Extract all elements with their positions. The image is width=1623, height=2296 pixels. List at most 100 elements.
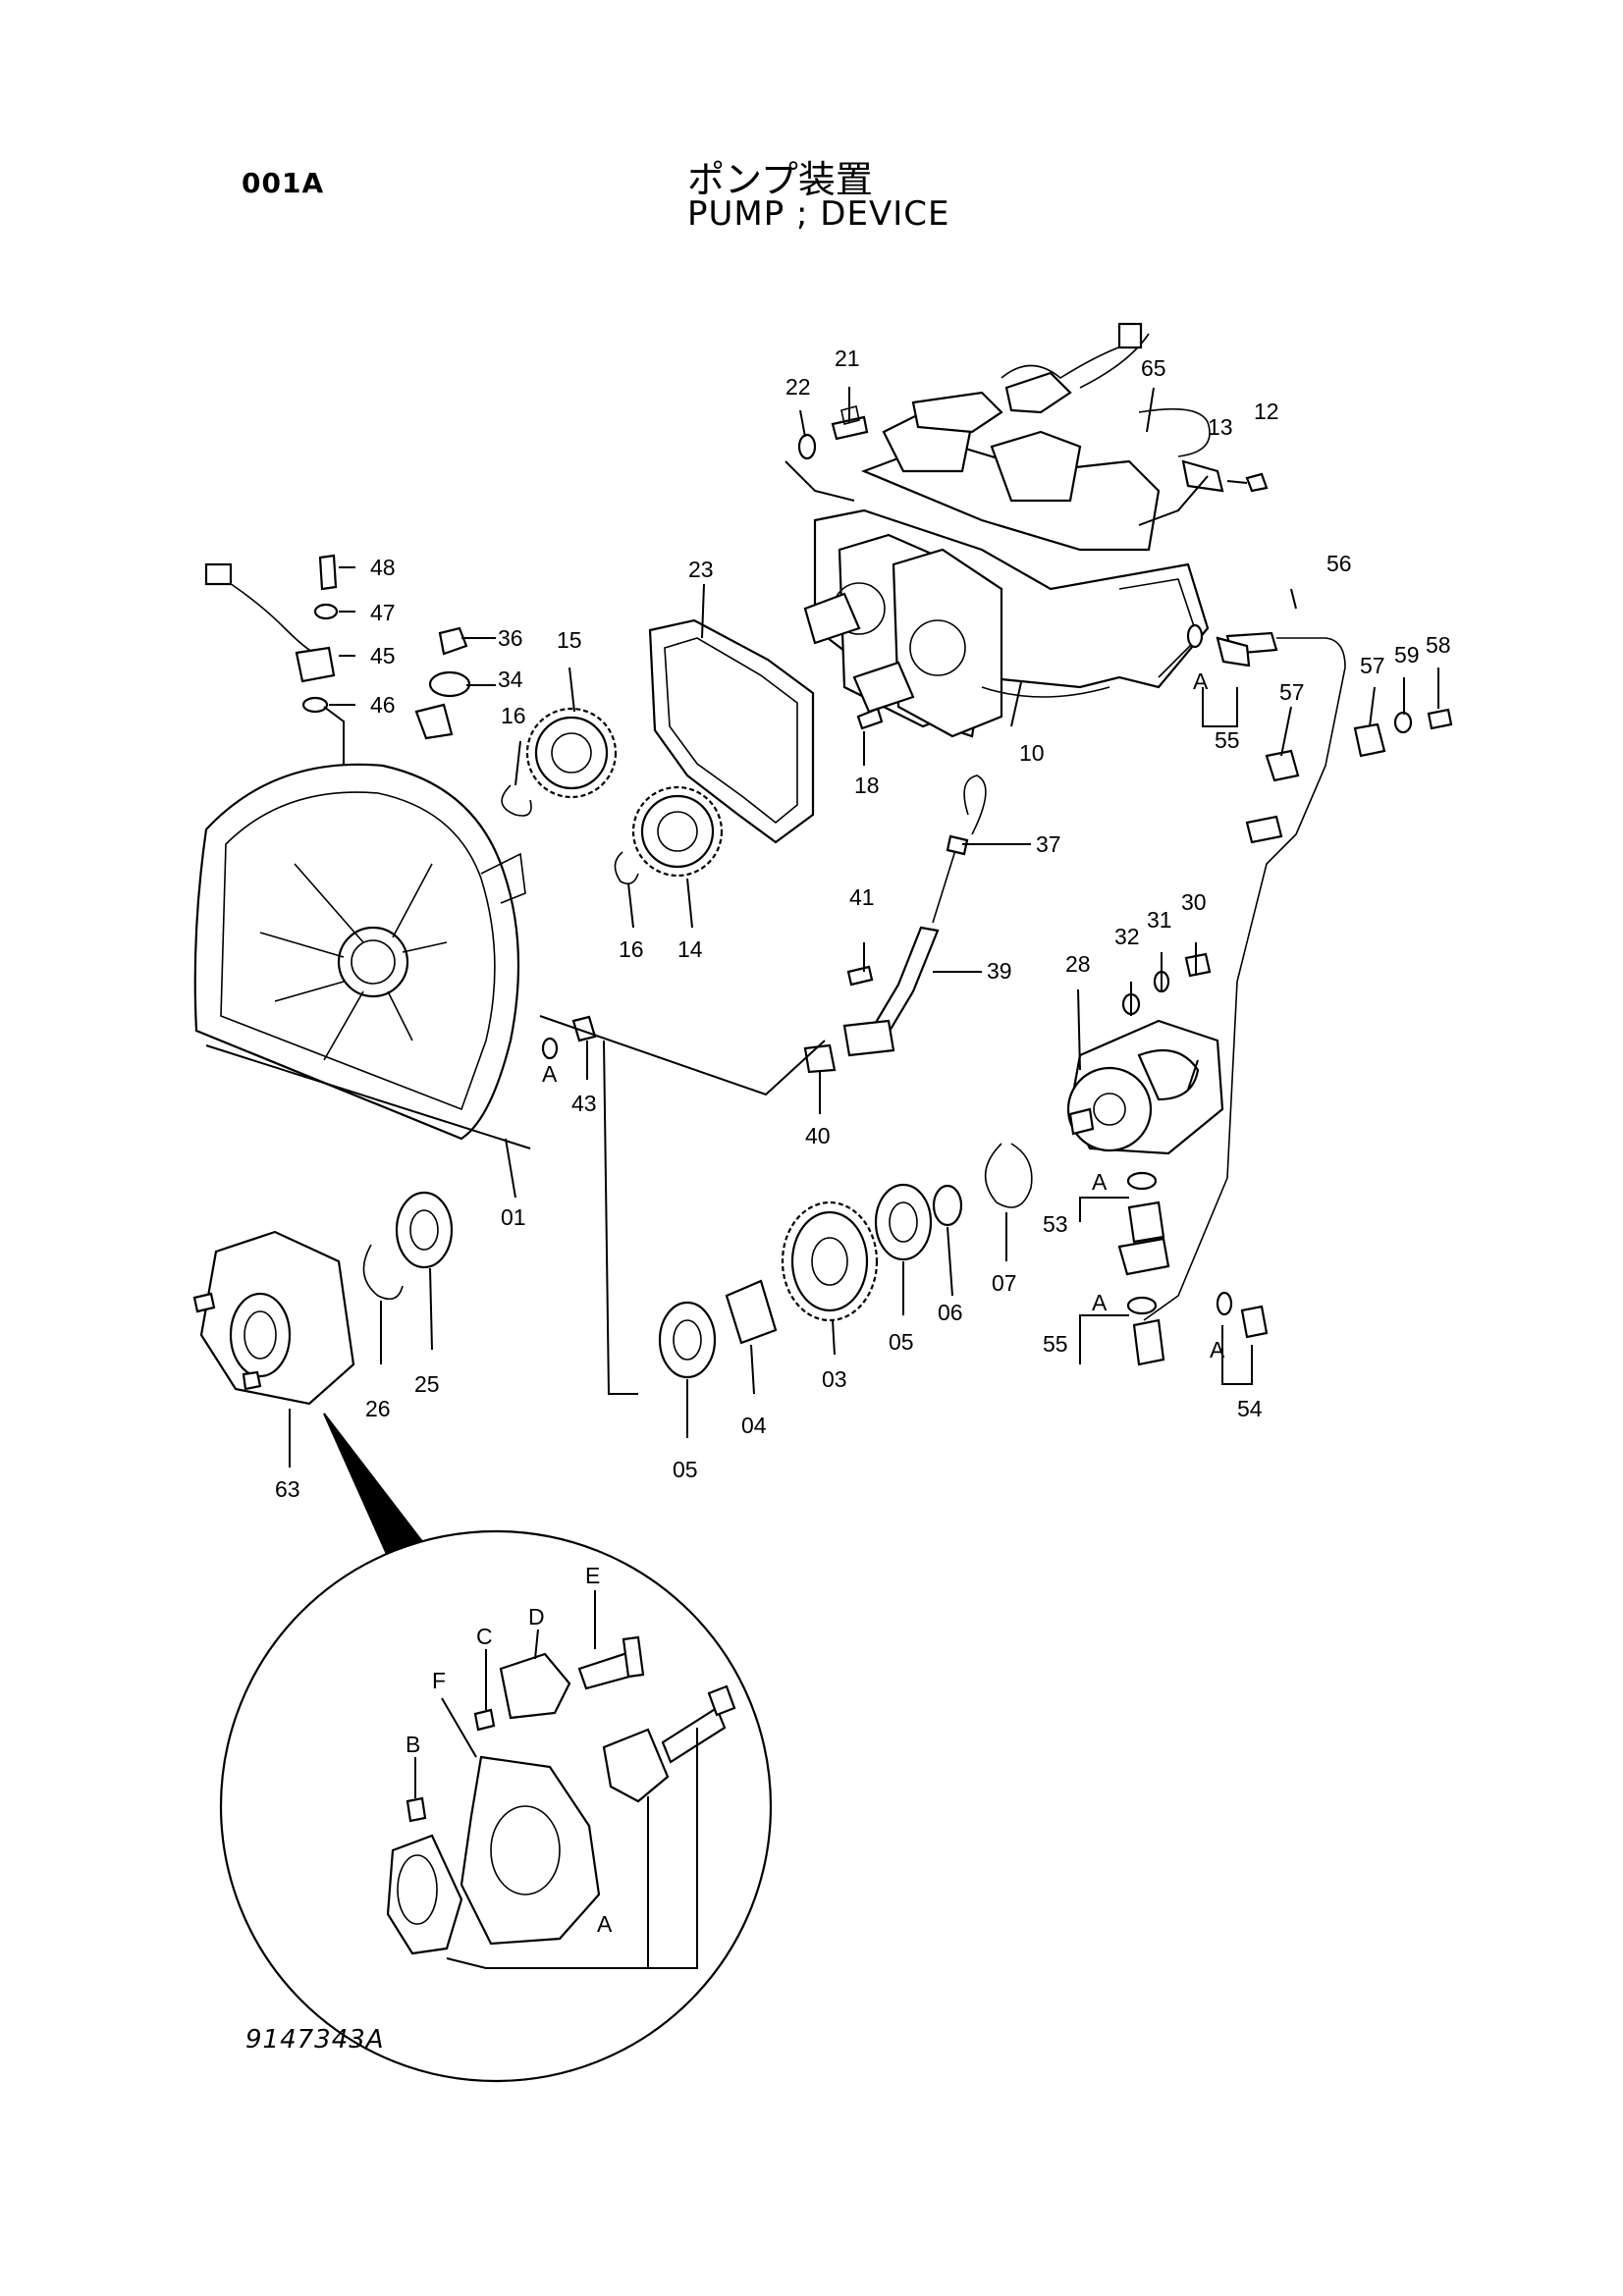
main-pump-assembly [803, 322, 1211, 738]
callout-25: 25 [414, 1371, 440, 1397]
bracket-13 [1181, 459, 1224, 493]
ref-a-54: A [1210, 1337, 1225, 1362]
callout-41: 41 [849, 884, 875, 910]
callout-37: 37 [1036, 831, 1061, 857]
callout-labels: 21 22 65 12 13 23 56 15 36 34 48 47 45 4… [275, 346, 1451, 1937]
callout-12: 12 [1254, 399, 1279, 424]
bearing-25 [395, 1191, 454, 1269]
callout-15: 15 [557, 627, 582, 653]
ref-a-housing: A [542, 1061, 558, 1087]
callout-16-lower: 16 [619, 936, 644, 962]
plug-36 [438, 626, 468, 656]
callout-16-upper: 16 [501, 703, 526, 728]
drawing-number: 9147343A [245, 2025, 385, 2055]
callout-53: 53 [1043, 1211, 1068, 1237]
callout-63: 63 [275, 1476, 300, 1502]
bolt-58 [1427, 708, 1453, 730]
callout-34: 34 [498, 667, 523, 692]
page-title-japanese: ポンプ装置 [687, 158, 873, 201]
o-ring-a-55 [1186, 623, 1204, 649]
elbow-fitting-34 [414, 703, 454, 740]
callout-13: 13 [1208, 414, 1233, 440]
callout-54: 54 [1237, 1396, 1263, 1421]
callout-57-right: 57 [1360, 653, 1385, 678]
dipstick-37 [963, 774, 987, 835]
gasket-23 [648, 618, 815, 844]
callout-14: 14 [677, 936, 703, 962]
callout-36: 36 [498, 625, 523, 651]
callout-57-left: 57 [1279, 679, 1305, 705]
callout-59: 59 [1394, 642, 1420, 667]
gear-15 [525, 707, 618, 799]
callout-43: 43 [571, 1091, 597, 1116]
callout-06: 06 [938, 1300, 963, 1325]
gear-14 [631, 785, 724, 878]
callout-26: 26 [365, 1396, 391, 1421]
bolt-21 [831, 415, 869, 441]
bolt-12 [1245, 472, 1269, 493]
callout-55-lower: 55 [1043, 1331, 1068, 1357]
callout-10: 10 [1019, 740, 1045, 766]
bolt-41 [846, 965, 874, 987]
o-ring-46 [301, 696, 329, 714]
callout-55-upper: 55 [1215, 727, 1240, 753]
hose-56 [1143, 637, 1346, 1321]
callout-03: 03 [822, 1366, 847, 1392]
sensor-45 [295, 646, 336, 683]
callout-18: 18 [854, 773, 880, 798]
detail-label-d: D [528, 1604, 545, 1629]
callout-40: 40 [805, 1123, 831, 1148]
bolt-48 [318, 554, 338, 591]
gear-03 [781, 1201, 879, 1322]
plug-54 [1240, 1305, 1269, 1339]
callout-23: 23 [688, 557, 714, 582]
callout-45: 45 [370, 643, 396, 668]
o-ring-a-55-lower [1126, 1296, 1158, 1315]
callout-46: 46 [370, 692, 396, 718]
bearing-05-left [658, 1301, 717, 1379]
gear-pump-28 [1066, 1019, 1224, 1155]
snap-ring-16-upper [501, 784, 532, 817]
callout-05-left: 05 [673, 1457, 698, 1482]
washer-22 [797, 433, 817, 460]
detail-label-b: B [406, 1732, 420, 1757]
callout-21: 21 [835, 346, 860, 371]
o-ring-a-53 [1126, 1171, 1158, 1191]
flange-40 [803, 1043, 837, 1074]
callout-32: 32 [1114, 924, 1140, 949]
plug-43 [571, 1015, 597, 1042]
clamp-57-right [1353, 722, 1386, 758]
ref-a-55-lower: A [1092, 1290, 1108, 1315]
o-ring-a-housing [541, 1037, 559, 1060]
coupling-63 [192, 1230, 355, 1406]
callout-30: 30 [1181, 889, 1207, 915]
coupling-detail-view [219, 1413, 773, 2083]
ref-a-53: A [1092, 1169, 1108, 1195]
ref-a-upper: A [1193, 668, 1209, 694]
detail-label-c: C [476, 1624, 493, 1649]
callout-58: 58 [1426, 632, 1451, 658]
detail-label-a: A [597, 1911, 613, 1937]
callout-22: 22 [785, 374, 811, 400]
pin-18 [856, 707, 884, 730]
leader-lines [205, 387, 1439, 1468]
oil-tube-39 [872, 926, 940, 1035]
elbow-55-upper [1216, 636, 1251, 667]
o-ring-a-54 [1216, 1291, 1233, 1316]
callout-31: 31 [1147, 907, 1172, 933]
bolt-30 [1184, 952, 1212, 978]
washer-59 [1393, 711, 1413, 734]
detail-label-f: F [432, 1668, 446, 1693]
pump-housing-01 [193, 763, 526, 1141]
callout-05-right: 05 [889, 1329, 914, 1355]
page-title: PUMP ; DEVICE [687, 194, 950, 234]
callout-56: 56 [1326, 551, 1352, 576]
washer-47 [313, 603, 339, 620]
snap-ring-26 [362, 1244, 404, 1301]
callout-65: 65 [1141, 355, 1166, 381]
callout-28: 28 [1065, 951, 1091, 977]
ring-06 [932, 1184, 963, 1227]
page-code: 001A [242, 167, 325, 199]
sensor-connector [204, 562, 233, 586]
